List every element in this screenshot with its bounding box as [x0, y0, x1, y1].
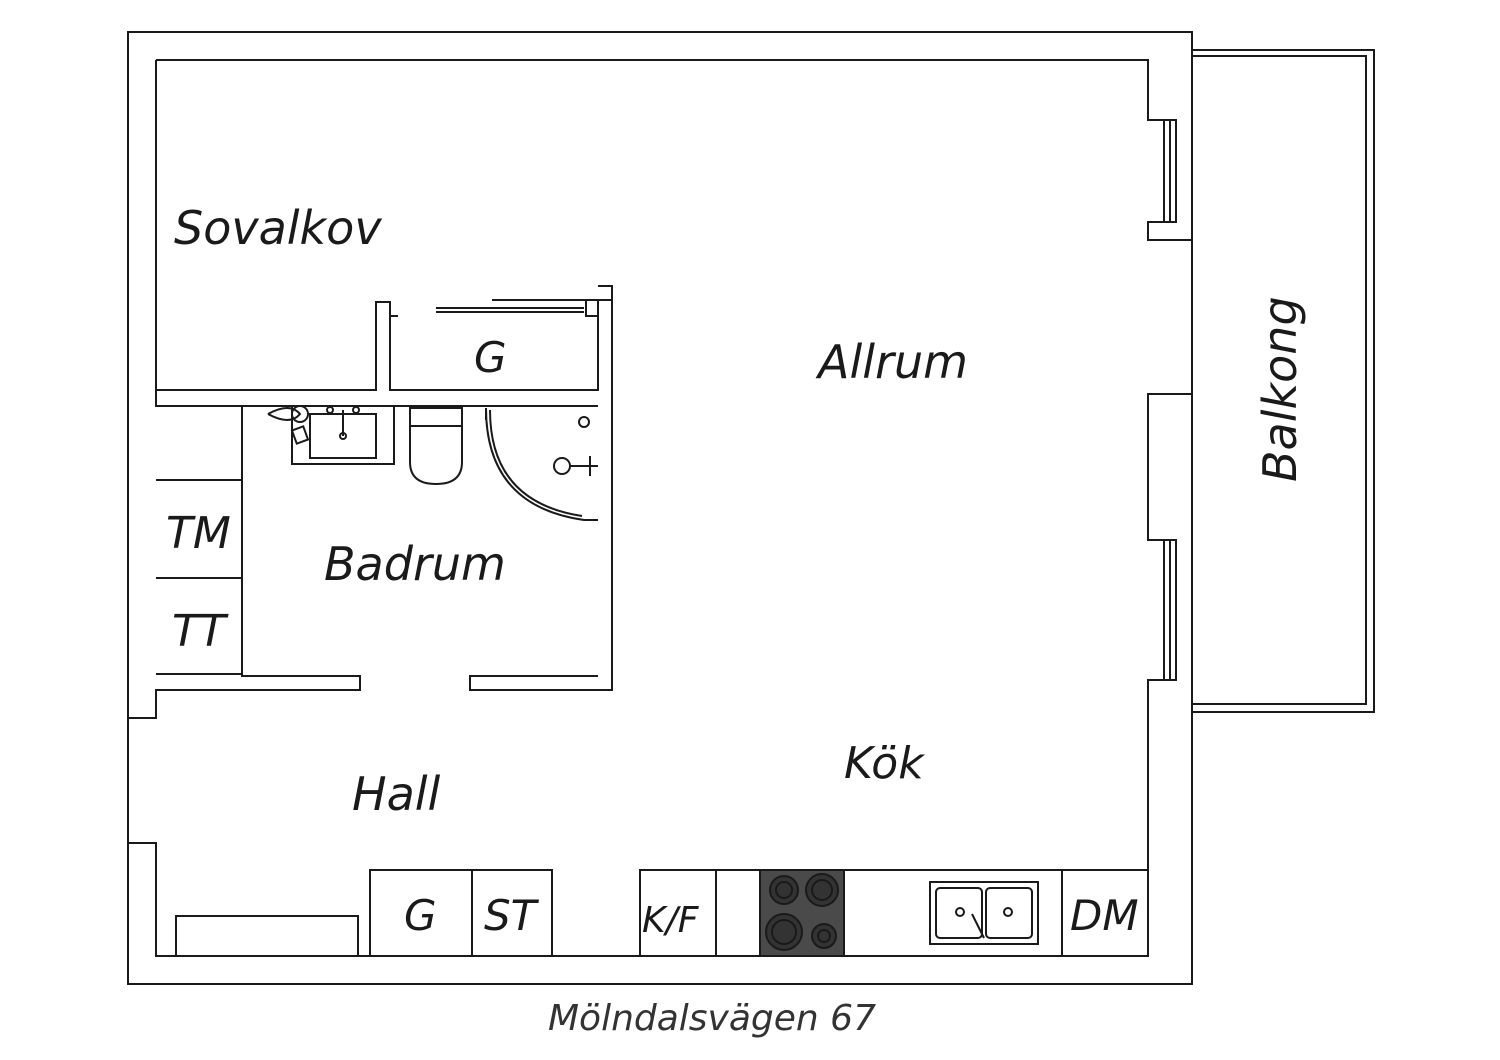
shower-drain — [553, 457, 571, 475]
balcony-inner — [1192, 55, 1367, 705]
room-label-allrum: Allrum — [815, 335, 968, 389]
inner-wall-outline — [128, 59, 1192, 957]
bathroom-vanity — [291, 405, 395, 465]
address-caption: Mölndalsvägen 67 — [548, 998, 876, 1039]
room-label-hall: Hall — [352, 767, 441, 821]
closet-wall — [390, 285, 613, 317]
unit-label-g: G — [404, 891, 437, 940]
sovalkov-wall — [156, 299, 613, 691]
unit-label-tm: TM — [166, 508, 231, 559]
hall-bench — [175, 915, 359, 956]
room-label-balkong: Balkong — [1253, 296, 1307, 482]
burner-1 — [769, 875, 799, 905]
room-label-closet: G — [474, 333, 507, 382]
burner-2 — [805, 873, 839, 907]
kitchen-sink — [929, 881, 1039, 945]
burner-4 — [811, 923, 837, 949]
unit-label-tt: TT — [172, 606, 229, 657]
unit-label-st: ST — [484, 891, 540, 940]
balcony-outline — [1192, 49, 1375, 713]
unit-label-dm: DM — [1070, 891, 1139, 940]
kitchen-counter-left — [369, 869, 553, 956]
room-label-badrum: Badrum — [324, 537, 506, 591]
bathroom-fixture — [291, 405, 309, 423]
room-label-sovalkov: Sovalkov — [174, 201, 382, 255]
shower-enclosure — [485, 407, 598, 521]
toilet — [409, 407, 463, 486]
outer-wall — [127, 31, 1193, 985]
room-label-kok: Kök — [844, 738, 925, 789]
unit-label-kf: K/F — [642, 900, 700, 941]
tm-tt-units — [156, 479, 242, 675]
